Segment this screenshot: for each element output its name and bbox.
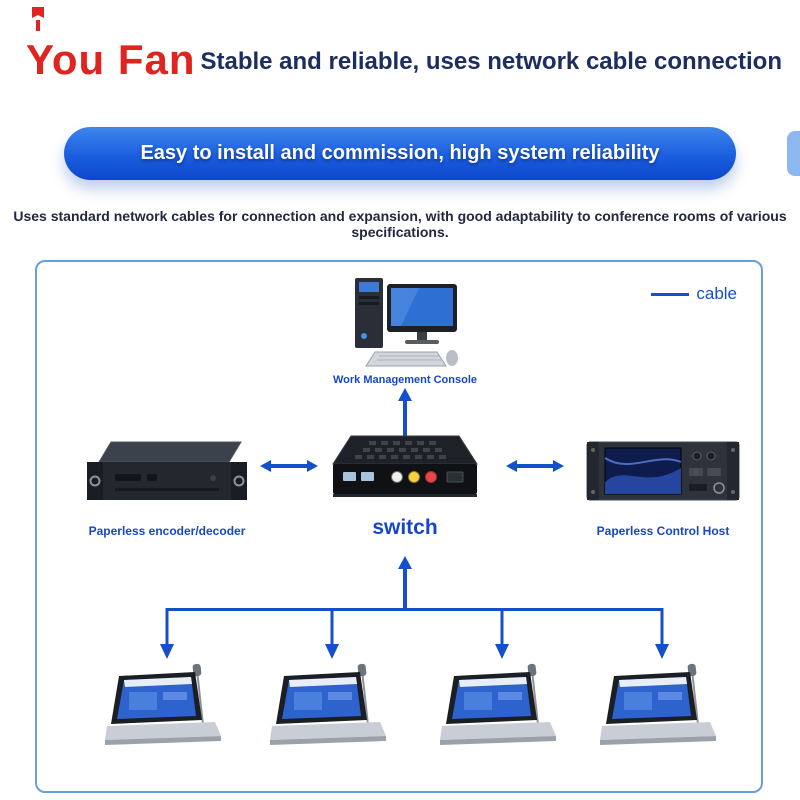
- header-tagline: Stable and reliable, uses network cable …: [200, 48, 782, 75]
- encoder-label: Paperless encoder/decoder: [88, 524, 246, 538]
- banner-edge-decoration: [787, 131, 800, 176]
- arrow-switch-host: [506, 460, 564, 472]
- terminal-image: [270, 660, 394, 752]
- encoder-decoder-image: [81, 436, 253, 508]
- diagram-panel: cable Work Management Console: [35, 260, 763, 793]
- brand-name: You Fan: [26, 36, 196, 83]
- terminal-image: [440, 660, 564, 752]
- arrow-up-console: [398, 388, 412, 440]
- arrow-up-switch: [398, 556, 412, 608]
- host-label: Paperless Control Host: [596, 524, 730, 538]
- console-label: Work Management Console: [332, 374, 478, 386]
- work-management-console-image: [349, 276, 461, 370]
- cable-line-swatch: [651, 292, 690, 296]
- terminal-image: [105, 660, 229, 752]
- terminal-image: [600, 660, 724, 752]
- switch-image: [325, 428, 485, 510]
- arrow-encoder-switch: [260, 460, 318, 472]
- banner-text: Easy to install and commission, high sys…: [140, 142, 660, 164]
- brand-logo-icon: [30, 6, 46, 32]
- description-text: Uses standard network cables for connect…: [13, 208, 787, 240]
- banner: Easy to install and commission, high sys…: [64, 127, 736, 180]
- control-host-image: [585, 438, 741, 506]
- switch-label: switch: [372, 516, 438, 539]
- cable-label: cable: [696, 284, 737, 303]
- cable-legend: cable: [651, 284, 737, 304]
- distribution-lines: [160, 608, 669, 659]
